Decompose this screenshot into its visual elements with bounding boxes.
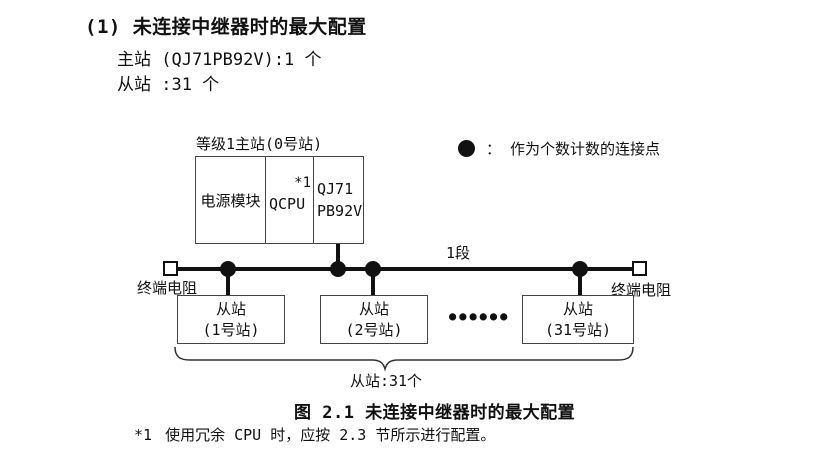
slave-station-1-box: 从站 (1号站) [177, 295, 285, 344]
qj71-label-line2: PB92V [317, 202, 363, 220]
footnote-marker: *1 [134, 426, 153, 444]
slave31-label-line2: (31号站) [544, 320, 612, 339]
master-station-label: 等级1主站(0号站) [196, 135, 323, 153]
slave-count-label: 从站:31个 [349, 372, 423, 390]
legend-label: 作为个数计数的连接点 [510, 140, 661, 158]
legend-colon: ： [486, 140, 502, 158]
slave2-label-line1: 从站 [358, 299, 389, 318]
slave2-label-line2: (2号站) [345, 320, 403, 339]
slave-station-2-box: 从站 (2号站) [320, 295, 428, 344]
slave-station-31-box: 从站 (31号站) [522, 295, 634, 344]
slave1-label-line1: 从站 [215, 299, 246, 318]
footnote-text: 使用冗余 CPU 时，应按 2.3 节所示进行配置。 [165, 426, 496, 444]
connection-point-dot [572, 261, 588, 277]
qcpu-cell: *1 QCPU [266, 157, 314, 243]
master-station-box: 电源模块 *1 QCPU QJ71 PB92V [195, 156, 364, 244]
connection-point-dot [220, 261, 236, 277]
power-module-label: 电源模块 [200, 191, 261, 210]
footnote-ref-marker: *1 [294, 175, 311, 191]
segment-label: 1段 [446, 244, 471, 262]
footnote: *1 使用冗余 CPU 时，应按 2.3 节所示进行配置。 [134, 424, 495, 445]
legend: ： 作为个数计数的连接点 [458, 138, 660, 159]
counted-connection-point-icon [458, 140, 475, 157]
qj71pb92v-cell: QJ71 PB92V [314, 157, 363, 243]
master-spec-line: 主站 (QJ71PB92V):1 个 [117, 50, 322, 70]
qcpu-label: QCPU [269, 195, 306, 213]
power-module-cell: 电源模块 [196, 157, 266, 243]
terminating-resistor-left-label: 终端电阻 [137, 279, 198, 297]
qj71-label-line1: QJ71 [317, 180, 354, 198]
section-heading: (1) 未连接中继器时的最大配置 [85, 16, 367, 38]
slave-count-brace [174, 346, 634, 372]
terminating-resistor-left-icon [163, 261, 178, 276]
terminating-resistor-right-label: 终端电阻 [611, 281, 672, 299]
connection-point-dot [330, 261, 346, 277]
terminating-resistor-right-icon [632, 261, 647, 276]
connection-point-dot [365, 261, 381, 277]
ellipsis-dots: ●●●●●● [449, 309, 511, 323]
slave31-label-line1: 从站 [562, 299, 593, 318]
figure-caption: 图 2.1 未连接中继器时的最大配置 [294, 403, 576, 423]
slave1-label-line2: (1号站) [202, 320, 260, 339]
slave-spec-line: 从站 :31 个 [117, 75, 220, 95]
